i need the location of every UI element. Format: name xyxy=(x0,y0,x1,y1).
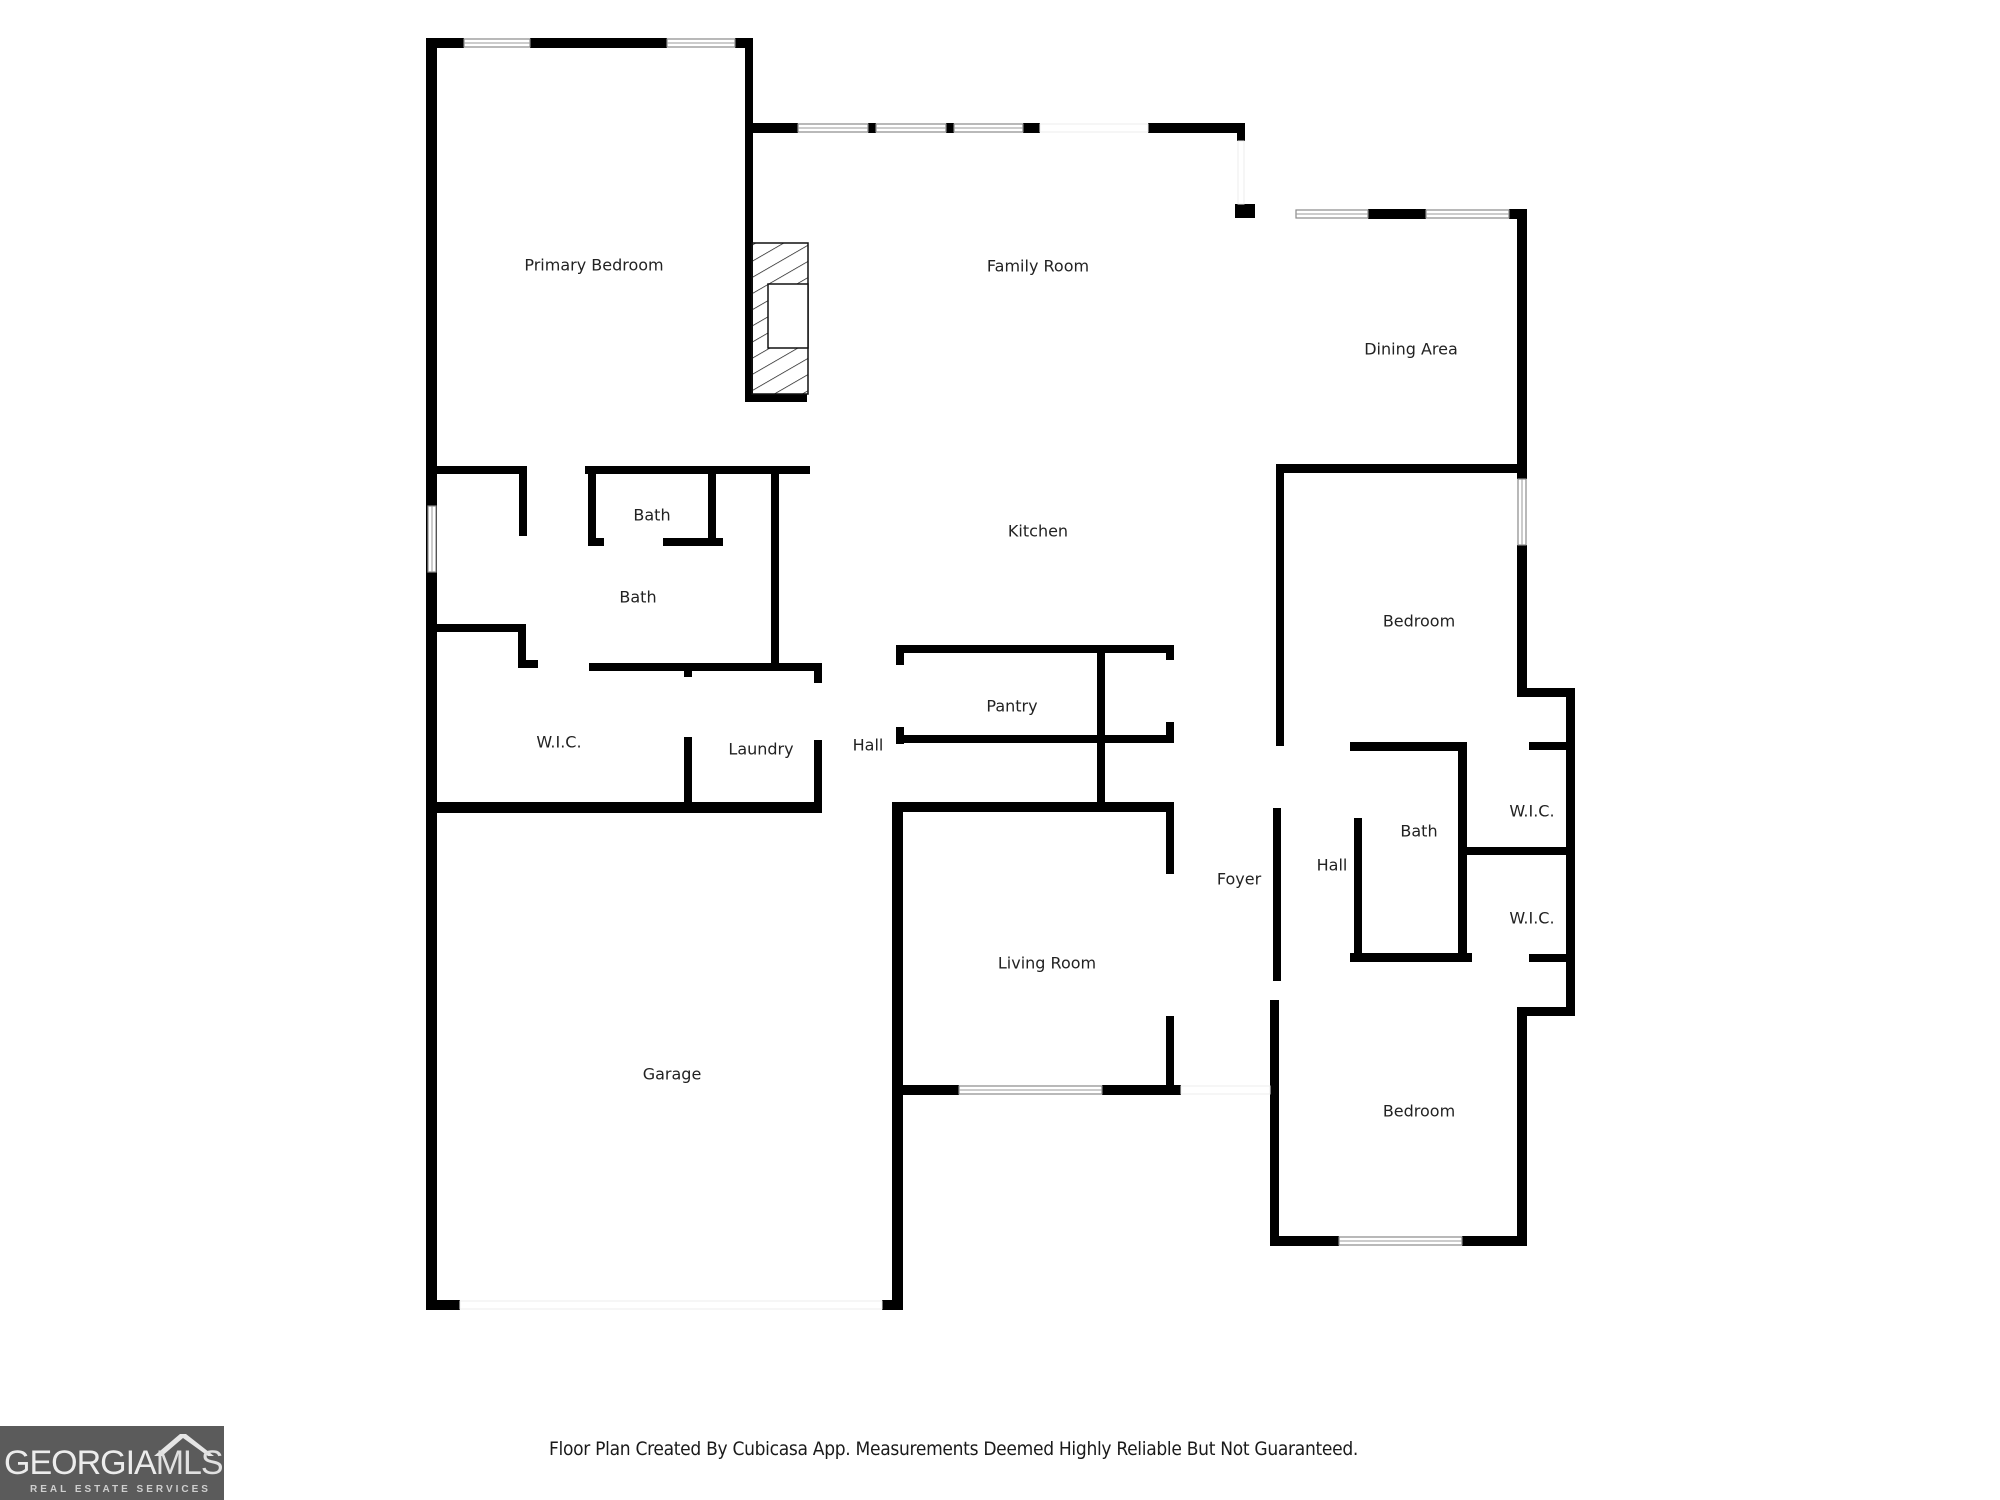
room-label-garage: Garage xyxy=(642,1064,702,1084)
logo-wordmark: GEORGIAMLS xyxy=(4,1444,224,1483)
georgia-mls-logo: GEORGIAMLS REAL ESTATE SERVICES xyxy=(0,1426,224,1500)
room-label-primary-bedroom: Primary Bedroom xyxy=(524,255,664,275)
room-label-bath-2: Bath xyxy=(1400,821,1438,841)
logo-brand-accent: MLS xyxy=(155,1444,224,1482)
walls-dining-area xyxy=(1276,209,1527,473)
room-label-bedroom-3: Bedroom xyxy=(1382,1101,1456,1121)
windows-center xyxy=(459,1085,1271,1310)
room-label-living-room: Living Room xyxy=(997,953,1097,973)
walls-center xyxy=(426,645,1181,1310)
room-label-kitchen: Kitchen xyxy=(1007,521,1069,541)
windows-family-room xyxy=(797,123,1245,205)
room-label-dining-area: Dining Area xyxy=(1364,339,1458,359)
walls-primary-bedroom xyxy=(426,38,810,1310)
walls-primary-suite xyxy=(426,466,822,813)
room-label-wic-2: W.I.C. xyxy=(1509,801,1555,821)
disclaimer-text: Floor Plan Created By Cubicasa App. Meas… xyxy=(549,1438,1358,1460)
room-label-hall-west: Hall xyxy=(852,735,884,755)
walls-bedroom-wing xyxy=(1270,464,1575,1246)
room-label-foyer: Foyer xyxy=(1216,869,1262,889)
room-label-primary-bath: Bath xyxy=(619,587,657,607)
windows-bedroom-wing xyxy=(1338,478,1527,1246)
logo-tagline: REAL ESTATE SERVICES xyxy=(30,1484,211,1495)
room-label-laundry: Laundry xyxy=(728,739,794,759)
windows-dining-area xyxy=(1295,209,1510,219)
windows-primary-bedroom xyxy=(463,38,736,48)
windows-primary-suite xyxy=(427,505,437,573)
room-label-wic-3: W.I.C. xyxy=(1509,908,1555,928)
logo-brand-main: GEORGIA xyxy=(4,1444,157,1482)
fireplace xyxy=(751,242,809,395)
walls-family-room xyxy=(745,123,1255,218)
room-label-primary-toilet: Bath xyxy=(633,505,671,525)
room-label-bedroom-2: Bedroom xyxy=(1382,611,1456,631)
roof-icon xyxy=(154,1434,214,1456)
room-label-hall-east: Hall xyxy=(1316,855,1348,875)
room-label-pantry: Pantry xyxy=(986,696,1038,716)
room-label-family-room: Family Room xyxy=(986,256,1090,276)
room-label-primary-wic: W.I.C. xyxy=(536,732,582,752)
